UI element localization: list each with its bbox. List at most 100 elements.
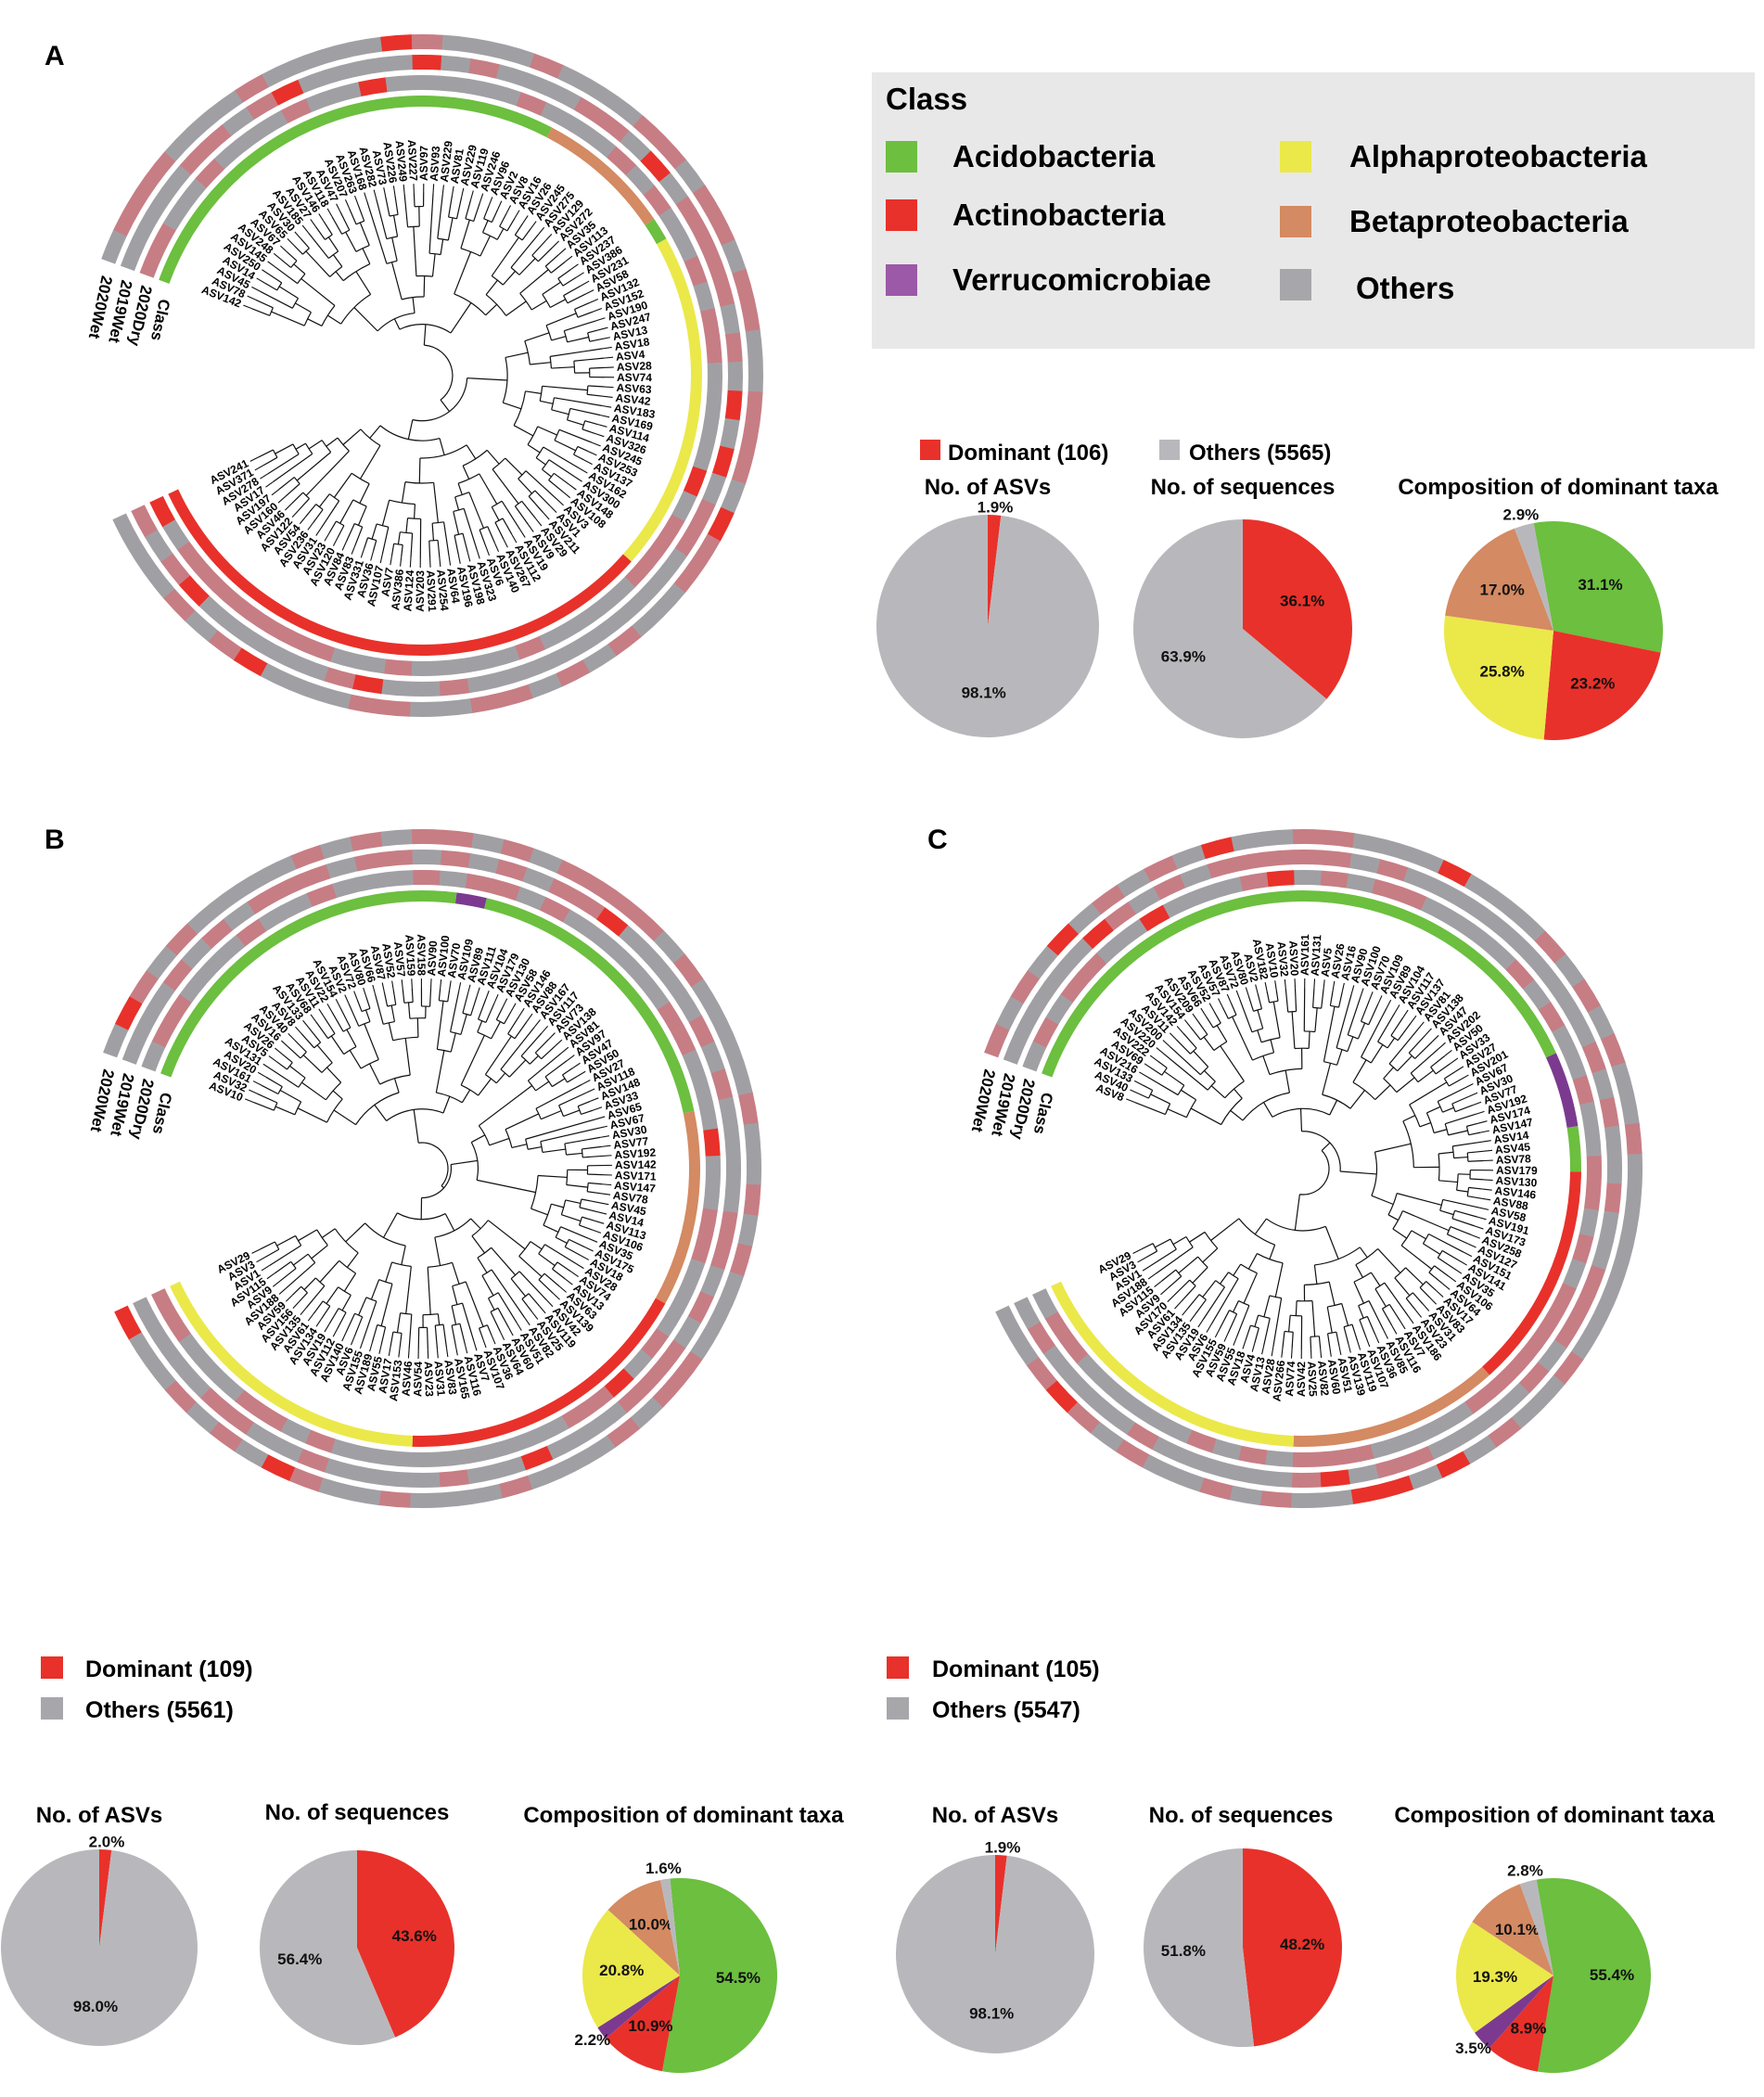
branch: [1230, 1002, 1237, 1016]
branch: [528, 495, 543, 513]
heatmap-cell-c-0-37: [1521, 1328, 1551, 1360]
branch: [380, 1284, 393, 1326]
heatmap-cell-a-1-27: [712, 275, 735, 308]
heatmap-cell-b-1-17: [522, 867, 555, 892]
heatmap-cell-b-1-32: [718, 1210, 738, 1243]
heatmap-cell-c-0-34: [1562, 1259, 1587, 1289]
branch-arc: [545, 325, 553, 341]
branch: [293, 245, 303, 255]
heatmap-cell-b-2-19: [582, 874, 618, 903]
tip-leader: [1425, 1028, 1432, 1036]
tip-leader: [285, 1294, 293, 1302]
heatmap-cell-c-0-19: [1443, 909, 1475, 937]
heatmap-cell-a-0-26: [684, 255, 708, 287]
branch-arc: [538, 1244, 546, 1255]
branch: [1423, 1243, 1441, 1255]
heatmap-cell-c-0-32: [1579, 1208, 1599, 1238]
tip-leader: [353, 195, 359, 205]
heatmap-cell-a-1-48: [381, 679, 412, 697]
branch-arc: [298, 1077, 306, 1088]
tip-leader: [1176, 1026, 1184, 1034]
heatmap-cell-a-0-0: [139, 247, 164, 278]
branch-arc: [454, 492, 470, 498]
heatmap-cell-b-1-48: [381, 1470, 412, 1488]
branch: [1254, 1218, 1267, 1235]
tip-leader: [1360, 988, 1364, 998]
pie-label-b-0-1: 98.0%: [73, 1998, 118, 2015]
branch: [553, 472, 569, 485]
heatmap-cell-b-1-11: [354, 851, 386, 872]
tip-leader: [593, 307, 603, 313]
others-label-c: Others (5547): [932, 1697, 1080, 1723]
branch: [538, 1253, 556, 1267]
branch: [413, 193, 415, 207]
tip-label: ASV45: [1494, 1140, 1531, 1157]
tip-label: ASV14: [1493, 1129, 1530, 1147]
heatmap-cell-b-0-17: [515, 887, 546, 911]
heatmap-cell-b-1-19: [572, 891, 606, 920]
branch: [1321, 989, 1324, 1009]
heatmap-cell-a-1-4: [179, 143, 211, 175]
branch-arc: [542, 459, 550, 470]
branch: [383, 991, 389, 1007]
branch: [1360, 1000, 1371, 1022]
tip-leader: [1169, 1032, 1177, 1041]
branch: [1451, 1218, 1476, 1227]
branch-arc: [321, 440, 332, 453]
tip-leader: [407, 1349, 410, 1359]
pie-label-b-1-0: 43.6%: [392, 1927, 437, 1945]
tip-leader: [1471, 1234, 1480, 1239]
branch: [1203, 1036, 1215, 1051]
branch: [1318, 1336, 1322, 1349]
pie-slice-b-0-1: [1, 1849, 198, 2046]
tip-leader: [1226, 993, 1232, 1004]
branch: [339, 499, 354, 524]
heatmap-cell-c-2-18: [1438, 859, 1472, 888]
heatmap-cell-a-1-3: [161, 164, 192, 198]
heatmap-cell-b-2-26: [719, 1033, 745, 1068]
branch: [491, 1247, 517, 1276]
others-swatch-c: [887, 1697, 909, 1720]
heatmap-cell-b-1-1: [133, 1006, 160, 1040]
tip-leader: [493, 993, 499, 1004]
tip-leader: [602, 1183, 612, 1186]
tip-leader: [390, 556, 393, 566]
heatmap-cell-b-2-4: [165, 923, 198, 956]
pie-label-a-2-2: 25.8%: [1480, 663, 1525, 681]
branch-arc: [1229, 1310, 1237, 1315]
pie-label-c-2-3: 19.3%: [1473, 1968, 1517, 1986]
heatmap-cell-b-0-55: [214, 1372, 245, 1402]
tip-leader: [1182, 1308, 1189, 1316]
branch: [1254, 1327, 1259, 1344]
heatmap-cell-b-0-46: [438, 1449, 467, 1467]
branch: [554, 440, 576, 452]
heatmap-cell-a-0-12: [385, 75, 414, 93]
branch: [319, 1259, 340, 1283]
branch: [1324, 1226, 1339, 1259]
heatmap-cell-a-2-31: [745, 390, 763, 424]
heatmap-cell-a-0-48: [383, 659, 413, 676]
heatmap-cell-b-2-38: [652, 1375, 684, 1408]
class-ring-segment-a-3: [622, 238, 702, 562]
branch: [300, 277, 336, 306]
branch: [529, 1055, 539, 1065]
tip-leader: [307, 1312, 314, 1322]
heatmap-cell-a-2-15: [471, 38, 505, 59]
tip-leader: [364, 192, 368, 202]
branch: [371, 523, 377, 540]
branch: [366, 200, 388, 264]
branch-arc: [518, 1241, 531, 1257]
branch: [330, 1035, 345, 1055]
branch: [1272, 1298, 1283, 1348]
branch: [495, 1006, 504, 1020]
tip-leader: [494, 543, 500, 553]
branch: [452, 1262, 460, 1285]
heatmap-cell-a-0-49: [356, 654, 387, 674]
branch: [1163, 1053, 1208, 1091]
tip-leader: [1442, 1283, 1451, 1290]
branch: [564, 1246, 582, 1257]
tip-label: ASV70: [445, 941, 464, 978]
tip-leader: [497, 200, 503, 210]
branch: [461, 1089, 471, 1104]
heatmap-cell-b-0-0: [141, 1041, 166, 1072]
